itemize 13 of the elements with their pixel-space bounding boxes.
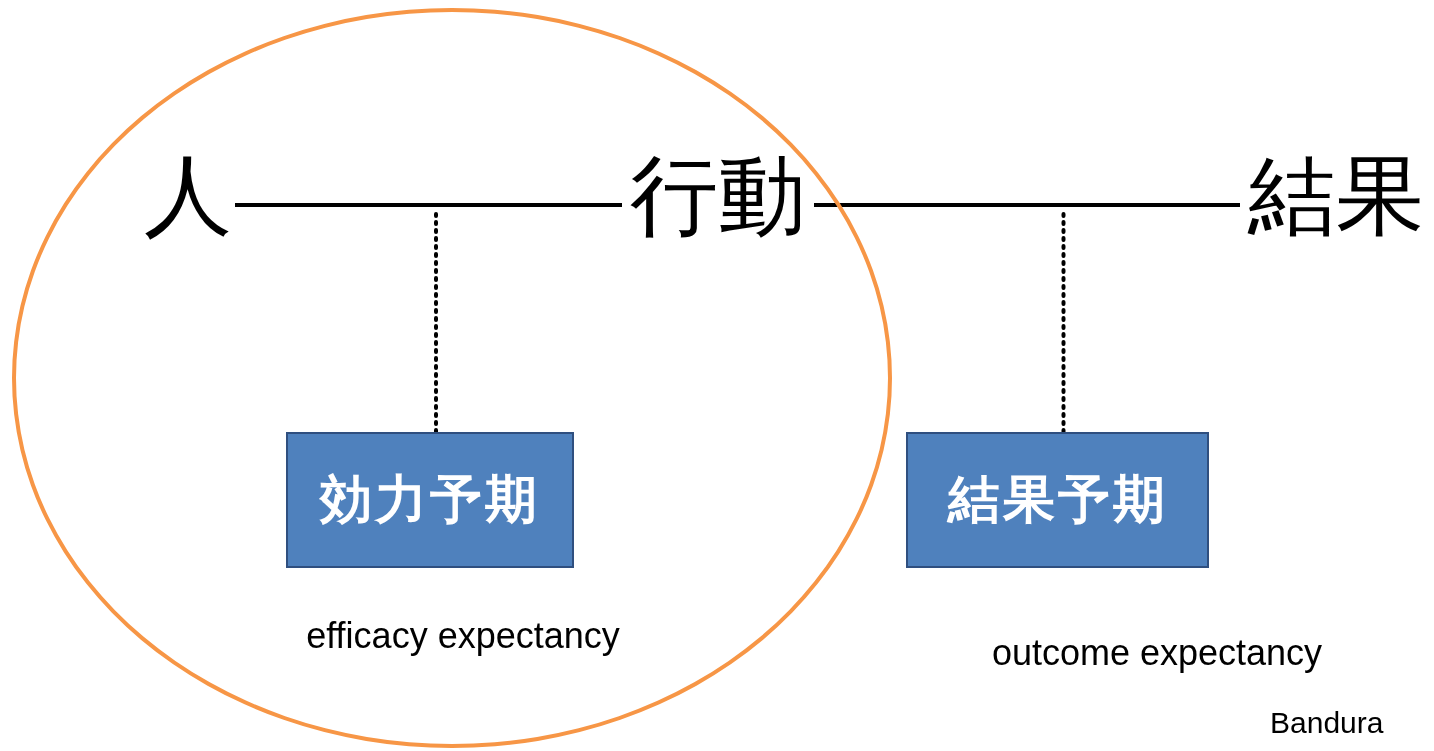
concept-box: 結果予期 xyxy=(906,432,1209,568)
citation-text: Bandura xyxy=(1270,706,1384,740)
caption-text: efficacy expectancy xyxy=(305,615,621,657)
concept-text: 行動 xyxy=(622,148,814,243)
ellipse-outline xyxy=(12,8,892,748)
concept-text: 結果 xyxy=(1240,148,1432,243)
caption-text: outcome expectancy xyxy=(990,632,1324,674)
concept-box: 効力予期 xyxy=(286,432,574,568)
dotted-connector xyxy=(1061,212,1066,434)
connector-line xyxy=(814,203,1240,207)
dotted-connector xyxy=(434,212,438,434)
connector-line xyxy=(235,203,622,207)
concept-text: 人 xyxy=(140,148,235,243)
